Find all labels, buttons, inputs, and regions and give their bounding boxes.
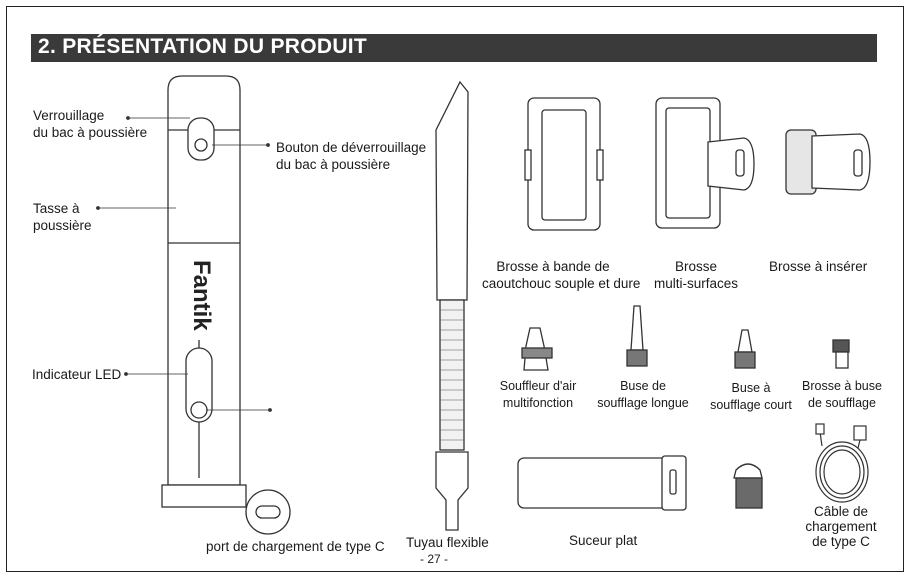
page-number: - 27 - <box>420 552 449 566</box>
led-indicator-label: Indicateur LED <box>32 367 122 382</box>
brand-logo: Fantik <box>188 260 215 331</box>
blow-brush-line2: de soufflage <box>808 396 876 410</box>
air-blower-line2: multifonction <box>502 396 574 410</box>
flexible-hose <box>435 80 469 531</box>
dust-cup-line2: poussière <box>33 218 92 233</box>
hose-label: Tuyau flexible <box>406 535 489 550</box>
long-nozzle-line2: soufflage longue <box>597 396 689 410</box>
rubber-brush-label: Brosse à bande de caoutchouc souple et d… <box>482 258 641 292</box>
dust-cup-line1: Tasse à <box>33 201 80 216</box>
lock-label-line1: Verrouillage <box>33 108 105 123</box>
lock-label-line2: du bac à poussière <box>33 125 148 140</box>
multi-brush-line2: multi-surfaces <box>653 276 739 291</box>
blow-brush-label: Brosse à buse de soufflage <box>800 378 884 412</box>
handheld-vacuum <box>161 75 291 535</box>
cable-label: Câble de chargement de type C <box>796 504 886 549</box>
usb-cable-image <box>815 423 869 503</box>
air-blower-image <box>521 327 553 371</box>
leader-lines <box>96 116 272 412</box>
rubber-brush-line1: Brosse à bande de <box>496 259 610 274</box>
release-button-label: Bouton de déverrouillage du bac à poussi… <box>276 139 426 173</box>
insert-brush-image <box>785 129 871 195</box>
page-frame <box>6 6 904 572</box>
release-label-line1: Bouton de déverrouillage <box>276 140 427 155</box>
page-title: 2. PRÉSENTATION DU PRODUIT <box>38 35 368 58</box>
short-nozzle-image <box>734 329 756 369</box>
short-nozzle-line1: Buse à <box>731 381 771 395</box>
short-nozzle-label: Buse à soufflage court <box>703 380 799 414</box>
cable-line3: de type C <box>812 534 870 549</box>
lock-label: Verrouillage du bac à poussière <box>33 107 147 141</box>
short-nozzle-line2: soufflage court <box>710 398 792 412</box>
usb-port-label: port de chargement de type C <box>206 539 385 554</box>
multi-brush-line1: Brosse <box>674 259 718 274</box>
multi-surface-brush-image <box>655 97 755 229</box>
blow-brush-line1: Brosse à buse <box>802 379 882 393</box>
rubber-brush-image <box>524 97 604 231</box>
cable-line1: Câble de <box>813 504 869 519</box>
long-nozzle-label: Buse de soufflage longue <box>590 378 696 412</box>
cable-line2: chargement <box>805 519 877 534</box>
hose-ribbing <box>440 309 464 441</box>
insert-brush-label: Brosse à insérer <box>769 259 868 274</box>
flat-nozzle-image <box>517 455 687 511</box>
rubber-brush-line2: caoutchouc souple et dure <box>482 276 641 291</box>
long-nozzle-line1: Buse de <box>620 379 666 393</box>
dust-cup-label: Tasse à poussière <box>33 200 92 234</box>
air-blower-line1: Souffleur d'air <box>499 379 577 393</box>
air-blower-label: Souffleur d'air multifonction <box>492 378 584 412</box>
filter-image <box>733 463 763 509</box>
multi-surface-brush-label: Brosse multi-surfaces <box>646 258 746 292</box>
section-header: 2. PRÉSENTATION DU PRODUIT <box>31 34 877 62</box>
long-nozzle-image <box>626 305 648 367</box>
release-label-line2: du bac à poussière <box>276 157 391 172</box>
blow-brush-image <box>832 339 850 369</box>
flat-nozzle-label: Suceur plat <box>569 533 638 548</box>
